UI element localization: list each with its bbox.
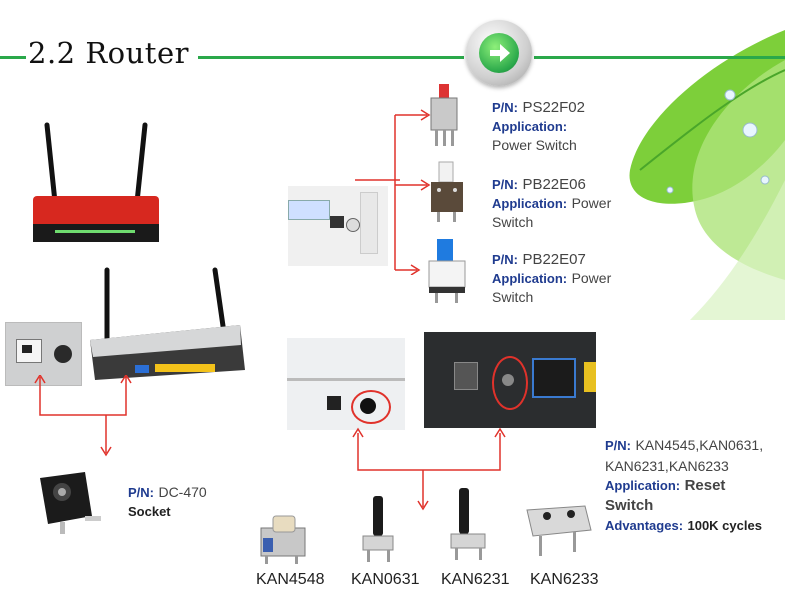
title-rule-mid <box>198 56 464 59</box>
black-router-image <box>90 267 245 380</box>
connector-lines-left <box>34 375 132 457</box>
reset-photo-white <box>287 338 405 430</box>
router-back-photo <box>288 186 388 266</box>
pb22e07-label: P/N: PB22E07 Application: Power Switch <box>492 251 612 305</box>
dc-jack-inset-photo <box>5 322 82 386</box>
kan6231-image <box>450 488 486 560</box>
red-router-image <box>33 122 159 242</box>
dc-socket-image <box>40 472 101 534</box>
title-rule-right <box>534 56 785 59</box>
connector-lines-top <box>355 109 431 275</box>
page-title: 2.2 Router <box>28 36 189 70</box>
caption-kan4548: KAN4548 <box>256 571 325 588</box>
pb22e06-label: P/N: PB22E06 Application: Power Switch <box>492 176 612 230</box>
pb22e07-switch-image <box>428 239 466 303</box>
pb22e06-switch-image <box>431 161 463 222</box>
title-rule-left <box>0 56 26 59</box>
connector-lines-bottom <box>352 427 506 511</box>
arrow-right-icon <box>479 33 519 73</box>
next-button[interactable] <box>466 20 532 86</box>
caption-kan6233: KAN6233 <box>530 571 599 588</box>
ps22f02-switch-image <box>430 84 458 146</box>
kan0631-image <box>362 496 394 562</box>
kan6233-image <box>526 505 592 556</box>
reset-photo-black <box>424 332 596 428</box>
caption-kan0631: KAN0631 <box>351 571 420 588</box>
dc470-label: P/N: DC-470 Socket <box>128 484 207 519</box>
green-leaf-decoration <box>629 30 785 320</box>
kan4548-image <box>260 515 306 564</box>
reset-label: P/N: KAN4545,KAN0631, KAN6231,KAN6233 Ap… <box>605 437 764 533</box>
ps22f02-label: P/N: PS22F02 Application: Power Switch <box>492 99 585 153</box>
caption-kan6231: KAN6231 <box>441 571 510 588</box>
